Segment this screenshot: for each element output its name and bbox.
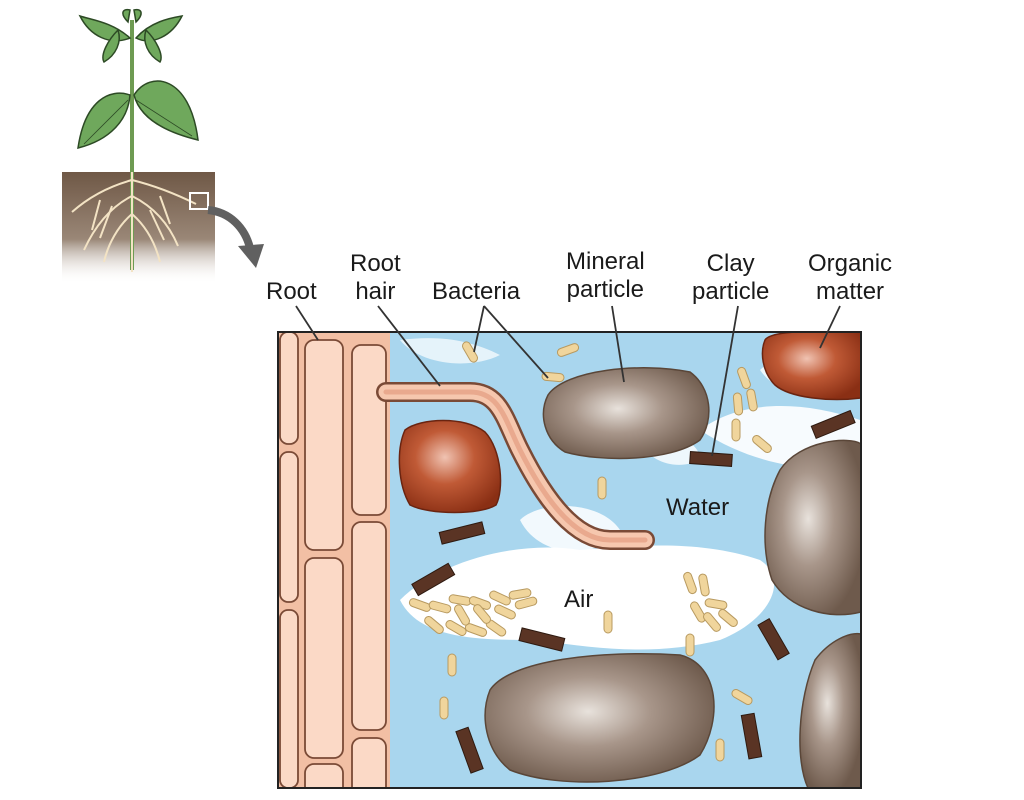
bacterium (704, 598, 728, 610)
bacterium (731, 418, 741, 442)
bacterium (752, 435, 772, 453)
bacterium (718, 609, 738, 627)
bacterium (473, 604, 491, 624)
label-water: Water (666, 494, 730, 521)
label-root-hair-line-2: hair (355, 278, 396, 305)
label-mineral-line-2: particle (566, 276, 645, 303)
organic-matter-particles (398, 332, 861, 514)
bacterium (556, 343, 580, 357)
bacterium (445, 620, 467, 636)
magnified-soil (278, 332, 861, 788)
bacterium (462, 341, 478, 363)
label-organic-line-1: Organic (808, 250, 893, 277)
clay-particles (411, 409, 856, 774)
bacterium (685, 633, 695, 657)
bacterium (603, 610, 613, 634)
leader-mineral (611, 305, 625, 383)
bacterium (732, 392, 744, 416)
leader-clay (711, 305, 739, 457)
label-root-hair: Root hair (350, 250, 401, 306)
bacterium (597, 476, 607, 500)
bacterium (731, 689, 753, 705)
bacterium (494, 604, 516, 620)
bacterium (439, 696, 449, 720)
bacterium (447, 653, 457, 677)
label-clay-line-1: Clay (706, 250, 755, 277)
zoom-arrow-head (238, 244, 264, 268)
bacterium (464, 623, 488, 637)
bacterium (715, 738, 725, 762)
label-mineral-particle: Mineral particle (566, 248, 645, 304)
root-tissue (278, 332, 390, 788)
soil-strip (62, 172, 215, 284)
bacterium (408, 598, 432, 612)
bacterium (428, 600, 452, 614)
magnified-frame (277, 331, 862, 789)
leader-lines (295, 305, 841, 457)
label-root-hair-line-1: Root (350, 250, 401, 277)
leader-bacteria-2 (483, 305, 549, 379)
plant-inset (62, 8, 264, 284)
bacterium (746, 388, 758, 412)
bacteria-group (408, 341, 772, 762)
bacterium (690, 601, 706, 623)
label-bacteria: Bacteria (432, 278, 521, 305)
bacterium (683, 571, 697, 595)
leader-root-hair (377, 305, 441, 387)
leader-root (295, 305, 319, 341)
plant-roots (71, 172, 197, 272)
bacterium (424, 616, 444, 634)
leader-organic (819, 305, 841, 349)
label-mineral-line-1: Mineral (566, 248, 645, 275)
label-air: Air (564, 586, 594, 613)
bacterium (698, 573, 710, 597)
root-hair (376, 382, 655, 550)
label-root: Root (266, 278, 317, 305)
bacterium (508, 588, 532, 600)
label-clay-line-2: particle (692, 278, 770, 305)
leader-bacteria-1 (473, 305, 485, 353)
leaf-veins (83, 99, 193, 145)
bacterium (541, 371, 565, 383)
bacterium (737, 366, 751, 390)
label-organic-matter: Organic matter (808, 250, 892, 306)
label-clay-particle: Clay particle (692, 250, 769, 306)
plant-leaves (77, 8, 199, 149)
label-organic-line-2: matter (816, 278, 885, 305)
bacterium (514, 596, 538, 610)
zoom-box (189, 192, 209, 210)
bacterium (454, 604, 470, 626)
bacterium (489, 590, 511, 606)
bacterium (703, 612, 721, 632)
zoom-arrow (207, 206, 254, 250)
